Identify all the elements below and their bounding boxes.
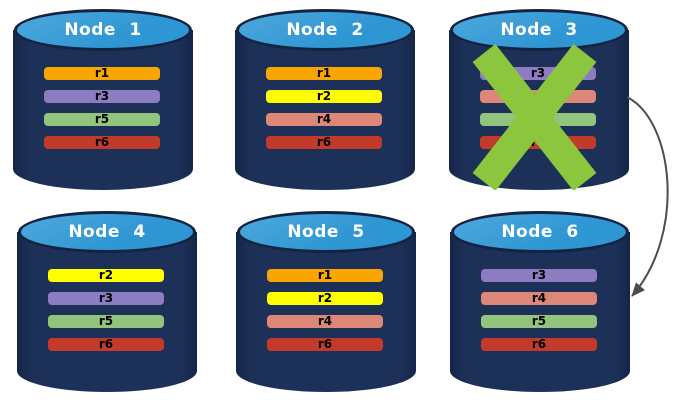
node-title: Node 1 [64, 20, 142, 40]
cylinder-top: Node 6 [451, 211, 629, 253]
node-1: r1 r3 r5 r6 Node 1 [13, 9, 193, 190]
replica-bar: r4 [266, 113, 382, 126]
replica-label: r2 [317, 291, 333, 305]
replica-label: r6 [316, 135, 332, 149]
cylinder-body [450, 232, 630, 392]
replica-bar: r3 [48, 292, 164, 305]
replica-bar: r3 [481, 269, 597, 282]
cylinder-top: Node 3 [450, 9, 628, 51]
replica-label: r3 [94, 89, 110, 103]
replica-label: r4 [531, 291, 547, 305]
cylinder-top: Node 1 [14, 9, 192, 51]
replica-label: r6 [317, 337, 333, 351]
replica-bar: r2 [48, 269, 164, 282]
node-5: r1 r2 r4 r6 Node 5 [236, 211, 416, 392]
replica-bar: r4 [267, 315, 383, 328]
replica-bar: r6 [266, 136, 382, 149]
replica-bar: r5 [481, 315, 597, 328]
replica-label: r1 [94, 66, 110, 80]
replica-label: r1 [316, 66, 332, 80]
replica-label: r5 [94, 112, 110, 126]
cylinder-body [236, 232, 416, 392]
cylinder-body [17, 232, 197, 392]
replica-label: r4 [530, 89, 546, 103]
replica-label: r6 [531, 337, 547, 351]
replica-label: r3 [530, 66, 546, 80]
node-title: Node 3 [500, 20, 578, 40]
node-3: r3 r4 r5 r6 Node 3 [449, 9, 629, 190]
replica-label: r4 [316, 112, 332, 126]
replica-label: r3 [98, 291, 114, 305]
replica-bar: r1 [266, 67, 382, 80]
replica-bar: r5 [44, 113, 160, 126]
replica-bar: r1 [267, 269, 383, 282]
cylinder-top: Node 5 [237, 211, 415, 253]
replica-bar: r3 [480, 67, 596, 80]
cylinder-body [235, 30, 415, 190]
replica-label: r1 [317, 268, 333, 282]
replica-label: r3 [531, 268, 547, 282]
node-6: r3 r4 r5 r6 Node 6 [450, 211, 630, 392]
node-title: Node 2 [286, 20, 364, 40]
replica-label: r4 [317, 314, 333, 328]
replica-label: r5 [98, 314, 114, 328]
cylinder-body [13, 30, 193, 190]
replica-label: r2 [98, 268, 114, 282]
replica-label: r6 [98, 337, 114, 351]
node-title: Node 5 [287, 222, 365, 242]
replica-bar: r4 [480, 90, 596, 103]
replica-label: r6 [94, 135, 110, 149]
replica-bar: r5 [480, 113, 596, 126]
replica-bar: r4 [481, 292, 597, 305]
replica-label: r5 [531, 314, 547, 328]
replica-bar: r1 [44, 67, 160, 80]
replica-label: r6 [530, 135, 546, 149]
node-title: Node 6 [501, 222, 579, 242]
replica-label: r2 [316, 89, 332, 103]
replica-bar: r6 [481, 338, 597, 351]
replica-bar: r2 [266, 90, 382, 103]
node-4: r2 r3 r5 r6 Node 4 [17, 211, 197, 392]
cylinder-top: Node 2 [236, 9, 414, 51]
cylinder-top: Node 4 [18, 211, 196, 253]
replica-bar: r3 [44, 90, 160, 103]
replica-label: r5 [530, 112, 546, 126]
replica-bar: r2 [267, 292, 383, 305]
replica-bar: r6 [44, 136, 160, 149]
node-2: r1 r2 r4 r6 Node 2 [235, 9, 415, 190]
replica-bar: r5 [48, 315, 164, 328]
replica-bar: r6 [267, 338, 383, 351]
node-title: Node 4 [68, 222, 146, 242]
cylinder-body [449, 30, 629, 190]
replica-bar: r6 [48, 338, 164, 351]
replica-bar: r6 [480, 136, 596, 149]
